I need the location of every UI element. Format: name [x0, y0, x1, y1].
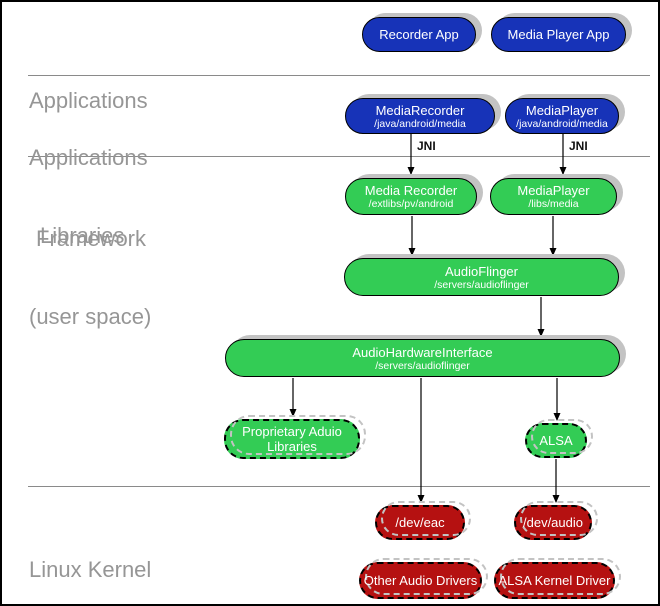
node-media-player-app: Media Player App — [491, 17, 626, 52]
section-label-applications-framework: Applications Framework — [29, 90, 148, 306]
node-proprietary-audio-libraries: Proprietary Aduio Libraries — [224, 419, 360, 459]
section-label-text: (user space) — [29, 304, 152, 329]
node-other-audio-drivers: Other Audio Drivers — [359, 562, 482, 599]
section-label-applications: Applications — [29, 33, 148, 168]
divider-applications-framework — [28, 75, 650, 76]
edge-label-jni-left: JNI — [417, 139, 436, 153]
edge-label-jni-right: JNI — [569, 139, 588, 153]
section-label-text: Applications — [29, 88, 148, 113]
node-audioflinger: AudioFlinger /servers/audioflinger — [344, 258, 619, 296]
node-title: /dev/eac — [395, 515, 445, 530]
node-title: MediaRecorder — [375, 102, 465, 118]
node-mediaplayer-framework: MediaPlayer /java/android/media — [505, 98, 619, 134]
node-path: /servers/audioflinger — [434, 278, 529, 291]
node-path: /java/android/media — [516, 117, 608, 130]
section-label-text: Libraries — [40, 223, 125, 248]
node-recorder-app: Recorder App — [362, 17, 476, 52]
section-label-text: Applications — [29, 145, 148, 170]
node-title: AudioHardwareInterface — [352, 344, 493, 360]
node-mediarecorder-framework: MediaRecorder /java/android/media — [345, 98, 495, 134]
node-audiohardwareinterface: AudioHardwareInterface /servers/audiofli… — [225, 339, 620, 377]
node-path: /libs/media — [528, 198, 579, 210]
node-title: ALSA — [539, 433, 573, 448]
section-label-text: Linux Kernel — [29, 557, 152, 582]
section-label-libraries: Libraries (user space) — [29, 168, 151, 384]
node-dev-eac: /dev/eac — [375, 505, 465, 540]
node-title: Media Recorder — [364, 183, 458, 198]
node-title: Media Player App — [507, 27, 610, 42]
node-title: MediaPlayer — [525, 102, 599, 118]
node-dev-audio: /dev/audio — [514, 505, 592, 540]
node-mediaplayer-lib: MediaPlayer /libs/media — [490, 178, 617, 215]
divider-libraries-kernel — [28, 486, 650, 487]
node-title: ALSA Kernel Driver — [498, 573, 611, 588]
node-path: /java/android/media — [374, 117, 466, 130]
node-title: Recorder App — [379, 27, 459, 42]
node-title: Libraries — [267, 439, 317, 454]
node-title: Proprietary Aduio — [242, 424, 342, 439]
node-alsa: ALSA — [525, 423, 587, 458]
node-title: /dev/audio — [523, 515, 583, 530]
node-alsa-kernel-driver: ALSA Kernel Driver — [494, 562, 615, 599]
node-title: MediaPlayer — [517, 183, 590, 198]
section-label-text: Framework — [36, 226, 147, 251]
divider-framework-libraries — [28, 156, 650, 157]
node-title: Other Audio Drivers — [363, 573, 478, 588]
section-label-linux-kernel: Linux Kernel — [29, 502, 152, 604]
node-path: /extlibs/pv/android — [368, 198, 454, 210]
node-path: /servers/audioflinger — [375, 359, 470, 372]
node-title: AudioFlinger — [445, 263, 518, 279]
node-media-recorder-lib: Media Recorder /extlibs/pv/android — [345, 178, 477, 215]
